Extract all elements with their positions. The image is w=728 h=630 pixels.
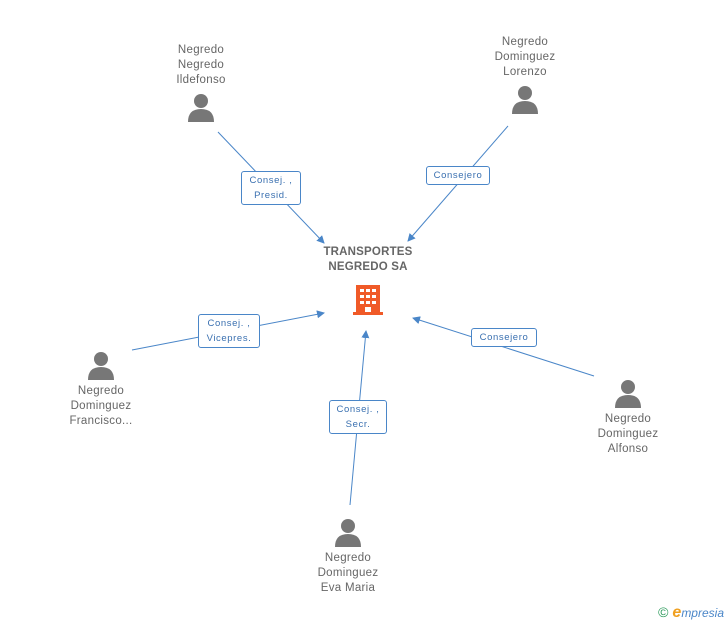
relation-label-lorenzo[interactable]: Consejero <box>426 166 490 185</box>
person-name-line: Dominguez <box>70 400 132 412</box>
relation-label-line: Consejero <box>479 332 529 343</box>
building-icon <box>353 285 383 315</box>
person-name-line: Dominguez <box>494 51 556 63</box>
person-icon <box>615 380 641 408</box>
person-node-francisco[interactable]: Negredo Dominguez Francisco... <box>31 350 171 429</box>
footer-branding[interactable]: ©empresia <box>658 604 724 622</box>
relation-label-alfonso[interactable]: Consejero <box>471 328 537 347</box>
brand-logo-initial: e <box>672 604 682 621</box>
copyright-icon: © <box>658 604 669 620</box>
company-name-line1: TRANSPORTES <box>323 246 413 258</box>
person-node-eva[interactable]: Negredo Dominguez Eva Maria <box>278 517 418 596</box>
relation-label-eva[interactable]: Consej. , Secr. <box>329 400 387 434</box>
relation-label-line: Secr. <box>345 419 371 430</box>
person-name-line: Negredo <box>77 385 125 397</box>
person-name-line: Eva Maria <box>320 582 376 594</box>
relation-label-ildefonso[interactable]: Consej. , Presid. <box>241 171 301 205</box>
person-icon <box>88 352 114 380</box>
person-node-alfonso[interactable]: Negredo Dominguez Alfonso <box>558 378 698 457</box>
person-name-line: Negredo <box>501 36 549 48</box>
person-icon <box>188 94 214 122</box>
person-name-line: Negredo <box>177 44 225 56</box>
relation-label-line: Consej. , <box>336 404 380 415</box>
person-icon <box>512 86 538 114</box>
person-name-line: Dominguez <box>597 428 659 440</box>
relation-label-line: Presid. <box>254 190 288 201</box>
brand-logo-text: mpresia <box>681 606 724 620</box>
relation-label-line: Consej. , <box>207 318 251 329</box>
company-name-line2: NEGREDO SA <box>328 261 408 273</box>
person-name-line: Alfonso <box>607 443 649 455</box>
person-node-lorenzo[interactable]: Negredo Dominguez Lorenzo <box>455 35 595 114</box>
relation-label-line: Consej. , <box>249 175 293 186</box>
person-name-line: Negredo <box>324 552 372 564</box>
person-name-line: Negredo <box>604 413 652 425</box>
person-icon <box>335 519 361 547</box>
person-name-line: Francisco... <box>69 415 133 427</box>
relation-label-line: Vicepres. <box>206 333 252 344</box>
person-name-line: Dominguez <box>317 567 379 579</box>
company-node[interactable]: TRANSPORTES NEGREDO SA <box>308 245 428 317</box>
person-name-line: Negredo <box>177 59 225 71</box>
person-node-ildefonso[interactable]: Negredo Negredo Ildefonso <box>131 43 271 122</box>
edge-alfonso <box>412 316 595 377</box>
relation-label-line: Consejero <box>433 170 483 181</box>
person-name-line: Lorenzo <box>503 66 547 78</box>
person-name-line: Ildefonso <box>176 74 226 86</box>
relation-label-francisco[interactable]: Consej. , Vicepres. <box>198 314 260 348</box>
